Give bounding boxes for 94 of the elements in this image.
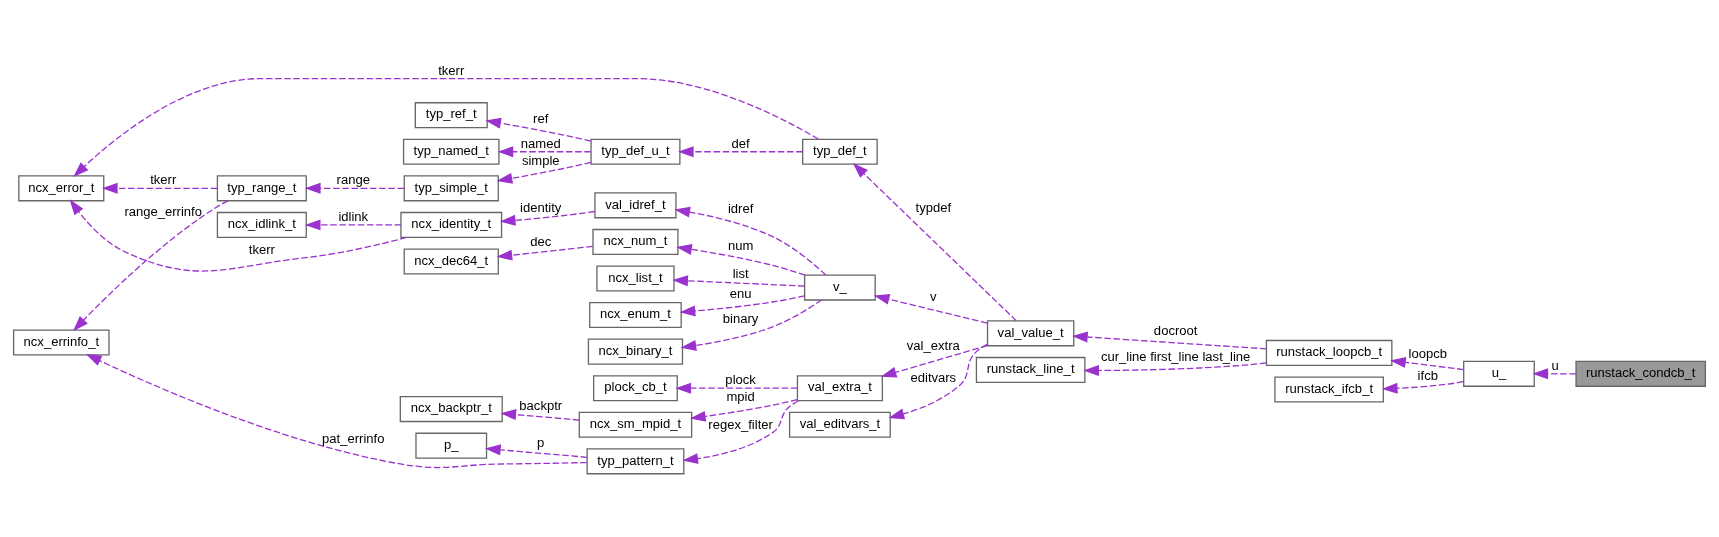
edge-label: docroot xyxy=(1153,322,1198,338)
node-box: val_value_t xyxy=(986,319,1075,346)
edge-label: tkerr xyxy=(248,241,275,257)
node-box: v_ xyxy=(803,274,876,301)
arrow xyxy=(1381,380,1464,394)
node-box: val_editvars_t xyxy=(788,411,891,438)
arrow xyxy=(1072,331,1267,349)
arrow xyxy=(497,145,592,157)
arrow xyxy=(676,243,806,276)
edge-label: typdef xyxy=(915,199,952,215)
node-box: ncx_num_t xyxy=(592,228,679,255)
node-box: runstack_ifcb_t xyxy=(1274,375,1384,403)
edge-label: def xyxy=(731,135,750,151)
arrow xyxy=(496,161,592,184)
edge-label: named xyxy=(520,135,561,151)
node-box: plock_cb_t xyxy=(593,374,678,401)
edge-label: loopcb xyxy=(1408,345,1447,361)
node-box: typ_def_u_t xyxy=(590,138,681,165)
arrow xyxy=(85,353,588,468)
edge-label: tkerr xyxy=(150,171,177,187)
edge-label: simple xyxy=(521,152,560,168)
arrow xyxy=(677,145,804,157)
edge-label: p xyxy=(537,434,545,450)
edge-label: range_errinfo xyxy=(124,203,203,219)
node-box: u_ xyxy=(1463,360,1535,387)
node-box: typ_named_t xyxy=(402,138,500,165)
node-box: runstack_line_t xyxy=(975,356,1086,383)
arrow xyxy=(499,210,596,226)
edge-label: ifcb xyxy=(1417,367,1438,383)
edge-label: editvars xyxy=(910,369,957,385)
edge-label: pat_errinfo xyxy=(322,430,385,446)
arrow xyxy=(852,162,1018,321)
arrow xyxy=(1390,356,1465,370)
node-box: p_ xyxy=(415,432,488,459)
edge-label: cur_line first_line last_line xyxy=(1100,348,1251,364)
node-box: typ_simple_t xyxy=(403,174,499,201)
edge-label: u xyxy=(1551,357,1559,373)
edge-label: regex_filter xyxy=(708,416,773,432)
node-box: ncx_identity_t xyxy=(400,211,503,238)
edge-label: plock xyxy=(725,371,756,387)
arrow xyxy=(873,293,988,324)
node-box: typ_def_t xyxy=(802,138,878,165)
node-box: ncx_dec64_t xyxy=(403,247,499,275)
node-box: runstack_loopcb_t xyxy=(1265,339,1393,366)
edge-label: identity xyxy=(520,199,562,215)
arrow xyxy=(674,206,827,275)
edge-label: binary xyxy=(722,310,759,326)
arrow xyxy=(1083,361,1267,376)
node-box: ncx_error_t xyxy=(18,174,105,201)
edge-label: enu xyxy=(729,285,752,301)
node-box: val_idref_t xyxy=(594,191,677,218)
edge-label: dec xyxy=(530,233,552,249)
edge-label: backptr xyxy=(519,397,563,413)
node-box: ncx_idlink_t xyxy=(216,211,307,238)
arrow xyxy=(484,443,588,458)
edge-label: v xyxy=(930,288,937,304)
node-box: typ_ref_t xyxy=(414,101,488,128)
edge-label: list xyxy=(732,265,749,281)
arrow xyxy=(69,198,407,272)
edge-label: range xyxy=(336,171,370,187)
arrow xyxy=(689,398,798,422)
edge-label: idlink xyxy=(338,208,369,224)
edge-label: num xyxy=(727,237,754,253)
edge-label: idref xyxy=(727,200,754,216)
node-box: val_extra_t xyxy=(796,374,883,401)
arrow xyxy=(675,382,798,394)
arrow xyxy=(496,245,594,261)
arrow xyxy=(485,117,592,142)
arrow xyxy=(880,344,988,378)
node-box: typ_pattern_t xyxy=(586,447,685,474)
arrow xyxy=(672,274,805,287)
node-box: typ_range_t xyxy=(216,174,307,201)
arrow xyxy=(500,408,580,421)
node-box: runstack_condcb_t xyxy=(1575,360,1707,387)
arrow xyxy=(304,218,402,230)
arrow xyxy=(680,298,823,351)
node-box: ncx_errinfo_t xyxy=(12,328,110,356)
node-box: ncx_sm_mpid_t xyxy=(578,411,693,438)
edge-label: mpid xyxy=(726,388,755,404)
node-box: ncx_binary_t xyxy=(587,338,684,365)
edge-label: val_extra xyxy=(906,337,960,353)
node-box: ncx_backptr_t xyxy=(399,395,503,422)
arrow xyxy=(679,294,806,316)
arrow xyxy=(888,343,988,419)
node-box: ncx_enum_t xyxy=(589,301,682,328)
arrow xyxy=(304,182,405,194)
edge-label: tkerr xyxy=(438,62,465,78)
arrow xyxy=(72,199,229,331)
edge-label: ref xyxy=(533,110,549,126)
arrow xyxy=(73,77,819,177)
arrow xyxy=(1532,367,1577,379)
arrow xyxy=(101,182,218,194)
node-box: ncx_list_t xyxy=(596,264,675,292)
arrow xyxy=(682,399,800,464)
